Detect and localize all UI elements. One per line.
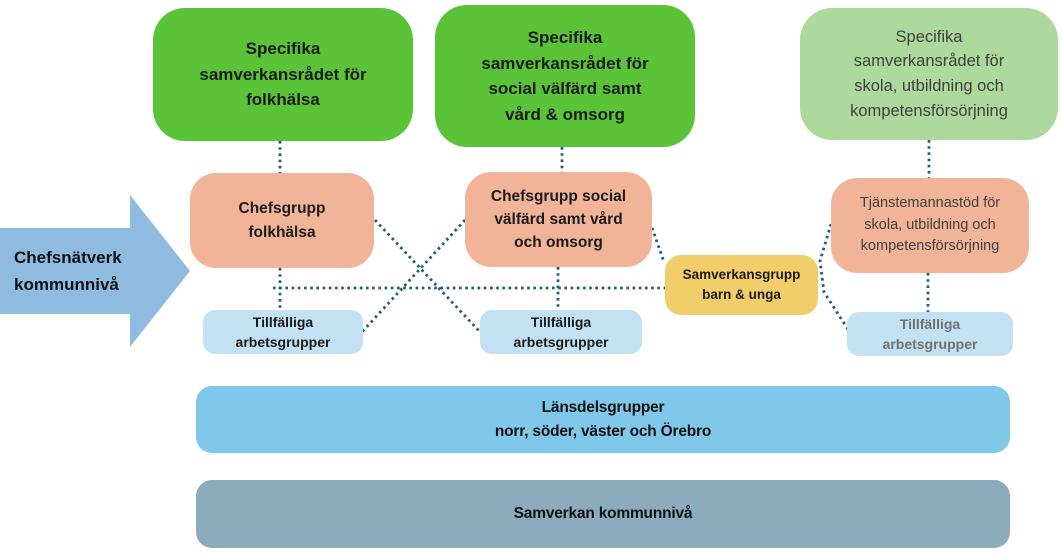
- council-folkhalsa-label: Specifika samverkansrådet för folkhälsa: [199, 39, 367, 110]
- council-skola-utbildning-label: Specifika samverkansrådet för skola, utb…: [850, 27, 1008, 120]
- samverkan-kommunniva-bar: Samverkan kommunnivå: [196, 480, 1010, 548]
- council-folkhalsa-box: Specifika samverkansrådet för folkhälsa: [153, 8, 413, 141]
- council-social-valfard-box: Specifika samverkansrådet för social väl…: [435, 5, 695, 147]
- tjanstemannastod-label: Tjänstemannastöd för skola, utbildning o…: [859, 194, 1001, 255]
- council-skola-utbildning-box: Specifika samverkansrådet för skola, utb…: [800, 8, 1058, 140]
- tillfalliga-arbetsgrupper-1-box: Tillfälliga arbetsgrupper: [203, 310, 363, 354]
- chefsgrupp-social-valfard-box: Chefsgrupp social välfärd samt vård och …: [465, 172, 652, 267]
- lansdelsgrupper-bar: Länsdelsgrupper norr, söder, väster och …: [196, 386, 1010, 453]
- tillfalliga-arbetsgrupper-2-box: Tillfälliga arbetsgrupper: [480, 310, 642, 354]
- chefsgrupp-social-valfard-label: Chefsgrupp social välfärd samt vård och …: [490, 187, 627, 252]
- samverkan-kommunniva-label: Samverkan kommunnivå: [513, 505, 693, 523]
- tillfalliga-arbetsgrupper-3-label: Tillfälliga arbetsgrupper: [882, 315, 978, 352]
- tillfalliga-arbetsgrupper-1-label: Tillfälliga arbetsgrupper: [235, 313, 331, 350]
- lansdelsgrupper-label: Länsdelsgrupper norr, söder, väster och …: [494, 399, 712, 440]
- samverkansgrupp-barn-unga-label: Samverkansgrupp barn & unga: [682, 266, 801, 302]
- connector-chefsgrupp2-samverkansgrupp: [648, 221, 666, 263]
- tjanstemannastod-box: Tjänstemannastöd för skola, utbildning o…: [831, 178, 1029, 273]
- tillfalliga-arbetsgrupper-2-label: Tillfälliga arbetsgrupper: [513, 313, 609, 350]
- chefsnatverk-arrow-label: Chefsnätverk kommunnivå: [14, 247, 122, 294]
- tillfalliga-arbetsgrupper-3-box: Tillfälliga arbetsgrupper: [847, 312, 1013, 356]
- connector-tjanstemannastod-samverkansgrupp-tempgroup3: [818, 223, 851, 332]
- chefsgrupp-folkhalsa-box: Chefsgrupp folkhälsa: [190, 173, 374, 268]
- council-social-valfard-label: Specifika samverkansrådet för social väl…: [481, 28, 649, 124]
- chefsgrupp-folkhalsa-label: Chefsgrupp folkhälsa: [238, 200, 326, 241]
- connector-chefsgrupp1-tempgroup2: [373, 219, 482, 333]
- samverkansgrupp-barn-unga-box: Samverkansgrupp barn & unga: [665, 255, 818, 315]
- connector-chefsgrupp2-tempgroup1: [360, 219, 467, 333]
